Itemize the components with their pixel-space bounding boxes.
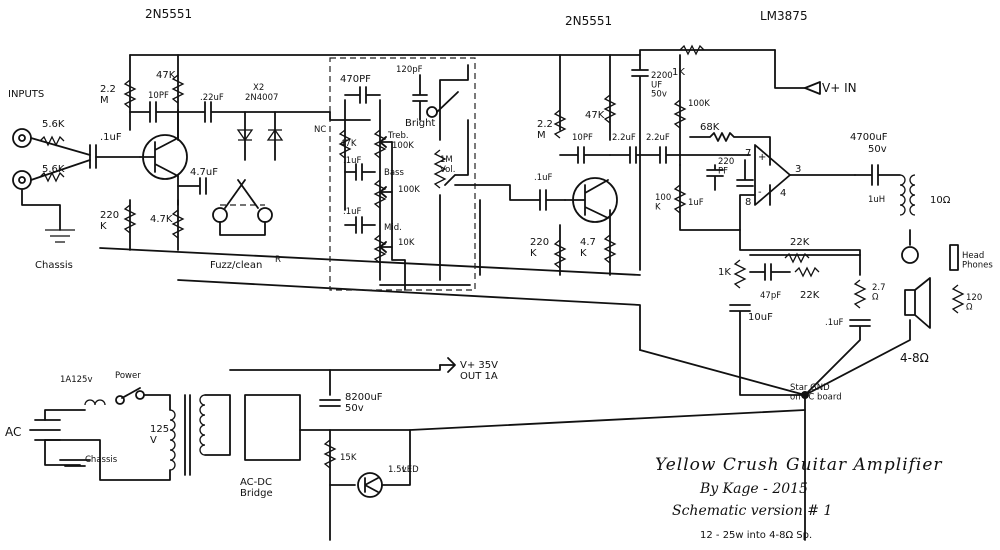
power-rating: 12 - 25w into 4-8Ω Sp. [700, 530, 812, 541]
r-1k-b-label: 1K [718, 267, 731, 278]
r-emit1-label: 4.7K [150, 214, 173, 225]
bass-label: Bass [384, 168, 404, 178]
c-01-pa-label: .1uF [825, 318, 843, 328]
version: Schematic version # 1 [672, 503, 832, 519]
inputs-label: INPUTS [8, 89, 44, 100]
c-in1-label: .1uF [100, 132, 122, 143]
c-tone-01b-label: .1uF [343, 207, 361, 217]
led-value-label: 1.5v [388, 465, 407, 475]
opamp-minus: - [758, 187, 762, 198]
diode-label: 2N4007 [245, 93, 278, 103]
c-470pf-label: 470PF [340, 74, 371, 85]
wiring [12, 44, 965, 541]
power-switch-label: Power [115, 371, 141, 381]
opamp-plus: + [758, 152, 766, 163]
mid-label: Mid. [384, 223, 402, 233]
r-col1-label: 47K [156, 70, 176, 81]
treble-label: Treb. [387, 131, 409, 141]
c-4700-label: 4700uF [850, 132, 888, 143]
bright-label: Bright [405, 118, 435, 129]
chassis-label: Chassis [35, 260, 73, 271]
c-in2-label: .1uF [534, 173, 552, 183]
r-10-label: 10Ω [930, 195, 951, 206]
c-bright-label: 120pF [396, 65, 423, 75]
c-emit1-label: 4.7uF [190, 167, 218, 178]
r-15k-label: 15K [340, 453, 357, 463]
pin7-label: 7 [745, 148, 751, 159]
c-tone-01a-label: .1uF [343, 156, 361, 166]
pin4-label: 4 [780, 188, 786, 199]
c-out1-label: .22uF [200, 93, 224, 103]
vplus-in-label: V+ IN [822, 81, 857, 95]
led-label: LED [402, 465, 419, 475]
r-in1-label: 5.6K [42, 119, 65, 130]
mid-value: 10K [398, 238, 415, 248]
r-col2-label: 47K [585, 110, 605, 121]
psu-chassis-label: Chassis [85, 455, 118, 465]
vol-label: Vol. [440, 165, 455, 175]
ic-label: LM3875 [760, 9, 808, 23]
q2-label: 2N5551 [565, 14, 612, 28]
treble-value: 100K [392, 141, 414, 151]
fuzz-switch-mark: R [275, 255, 281, 265]
c-fb1-label: 10PF [148, 91, 169, 101]
c-out2-label: 2.2uF [612, 133, 636, 143]
c-10uf-label: 10uF [748, 312, 773, 323]
l-1uh-label: 1uH [868, 195, 885, 205]
labels: 2N5551 2N5551 LM3875 INPUTS 5.6K 5.6K Ch… [5, 7, 993, 541]
r-in2-label: 5.6K [42, 164, 65, 175]
c-1uf-label: 1uF [688, 198, 704, 208]
fuse-label: 1A125v [60, 375, 92, 385]
diode-qty-label: X2 [253, 83, 264, 93]
bass-value: 100K [398, 185, 420, 195]
pin3-label: 3 [795, 164, 801, 175]
r-47k-tone-label: 47K [340, 139, 357, 149]
vol-value: 1M [440, 155, 453, 165]
pin8-label: 8 [745, 197, 751, 208]
r-22k-a-label: 22K [790, 237, 810, 248]
author: By Kage - 2015 [699, 481, 808, 497]
c-fb2-label: 10PF [572, 133, 593, 143]
speaker-label: 4-8Ω [900, 351, 929, 365]
c-4700-v-label: 50v [868, 144, 887, 155]
c-47pf-label: 47pF [760, 291, 781, 301]
r-68k-label: 68K [700, 122, 720, 133]
r-22k-b-label: 22K [800, 290, 820, 301]
fuzz-switch-label: Fuzz/clean [210, 260, 262, 271]
q1-label: 2N5551 [145, 7, 192, 21]
c-out2b-label: 2.2uF [646, 133, 670, 143]
ac-label: AC [5, 425, 21, 439]
r-1k-label: 1K [672, 67, 685, 78]
title: Yellow Crush Guitar Amplifier [655, 455, 943, 475]
nc-label: NC [314, 125, 326, 135]
r-100k-label: 100K [688, 99, 710, 109]
